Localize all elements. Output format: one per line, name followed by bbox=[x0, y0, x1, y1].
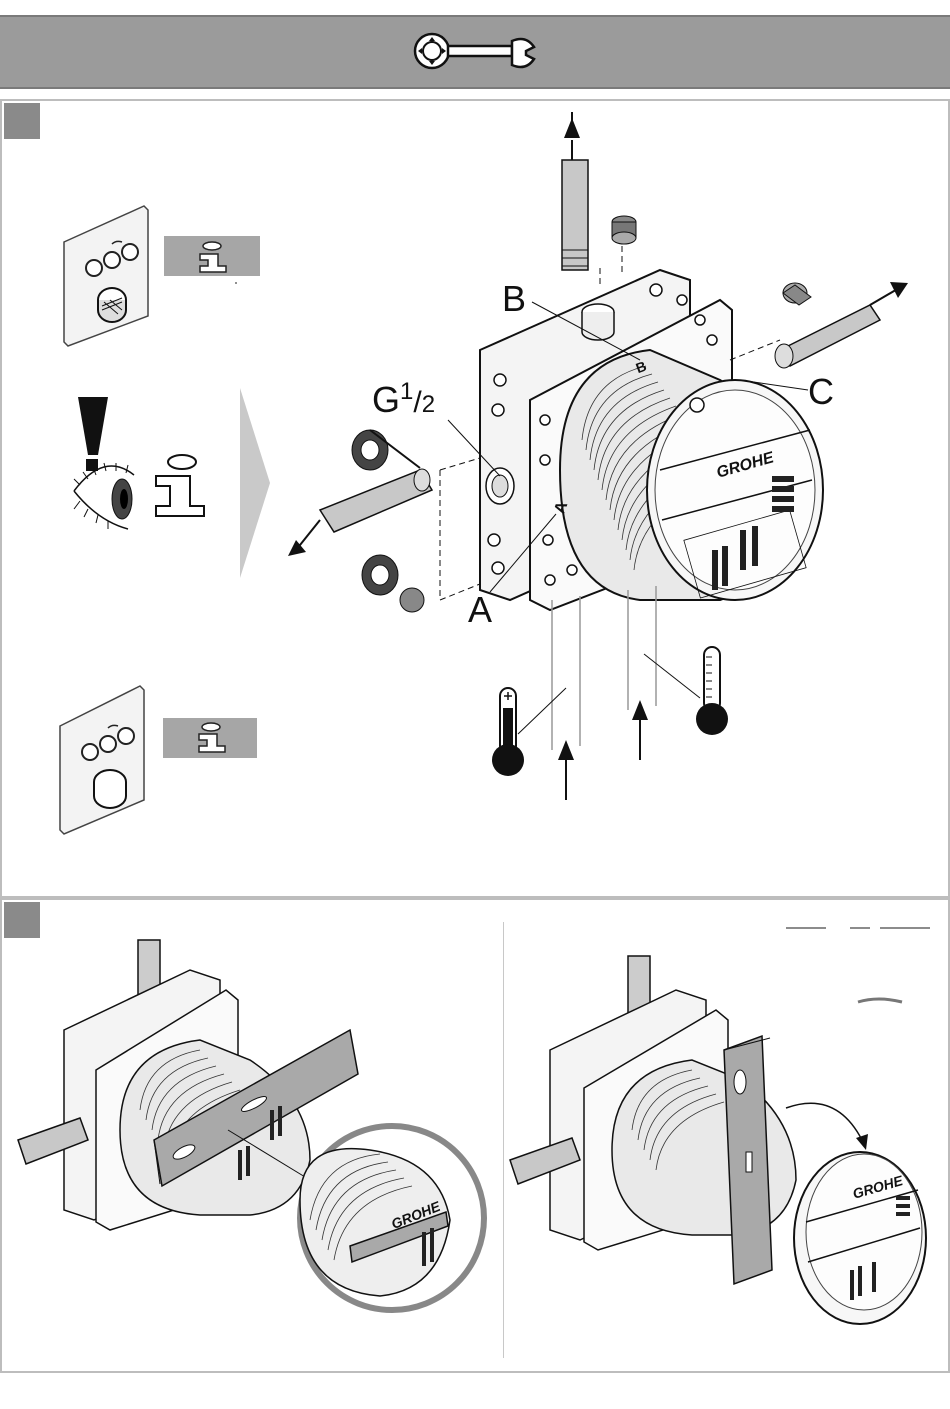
wrench-icon bbox=[410, 29, 540, 73]
leader-line-hot bbox=[518, 686, 568, 736]
chevron-right-icon bbox=[240, 388, 272, 578]
panel-divider bbox=[503, 922, 504, 1358]
step-marker-1 bbox=[4, 103, 40, 139]
info-icon-small bbox=[163, 718, 259, 760]
header-bar bbox=[0, 15, 950, 89]
thread-g: G bbox=[372, 379, 400, 420]
callout-a: A bbox=[468, 592, 492, 628]
info-icon-large bbox=[152, 450, 222, 520]
control-plate-icon-2 bbox=[56, 686, 148, 836]
leader-line-cold bbox=[644, 652, 704, 702]
info-icon bbox=[164, 236, 262, 284]
spirit-level-horizontal-diagram bbox=[14, 940, 494, 1360]
callout-b: B bbox=[502, 281, 526, 317]
callout-c: C bbox=[808, 374, 834, 410]
valve-body-diagram bbox=[290, 110, 890, 830]
warning-eye-icon bbox=[70, 395, 160, 535]
step-marker-2 bbox=[4, 902, 40, 938]
spirit-level-vertical-diagram bbox=[506, 920, 946, 1340]
thread-size-label: G1/2 bbox=[372, 380, 435, 418]
thread-numerator: 1 bbox=[400, 378, 413, 405]
thread-denominator: 2 bbox=[422, 391, 435, 418]
control-plate-icon bbox=[60, 206, 152, 346]
